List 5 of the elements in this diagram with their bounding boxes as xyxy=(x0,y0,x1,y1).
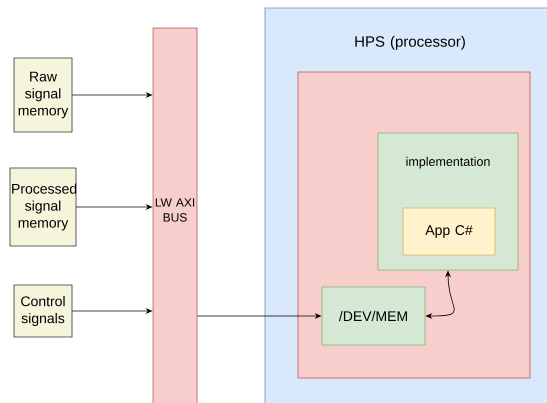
app-box: App C# xyxy=(402,208,496,256)
signal-box: Control signals xyxy=(14,284,72,338)
bus-bar: LW AXI BUS xyxy=(152,28,198,403)
memory-box: Raw signal memory xyxy=(14,58,72,132)
device-box: /DEV/MEM xyxy=(322,286,426,346)
